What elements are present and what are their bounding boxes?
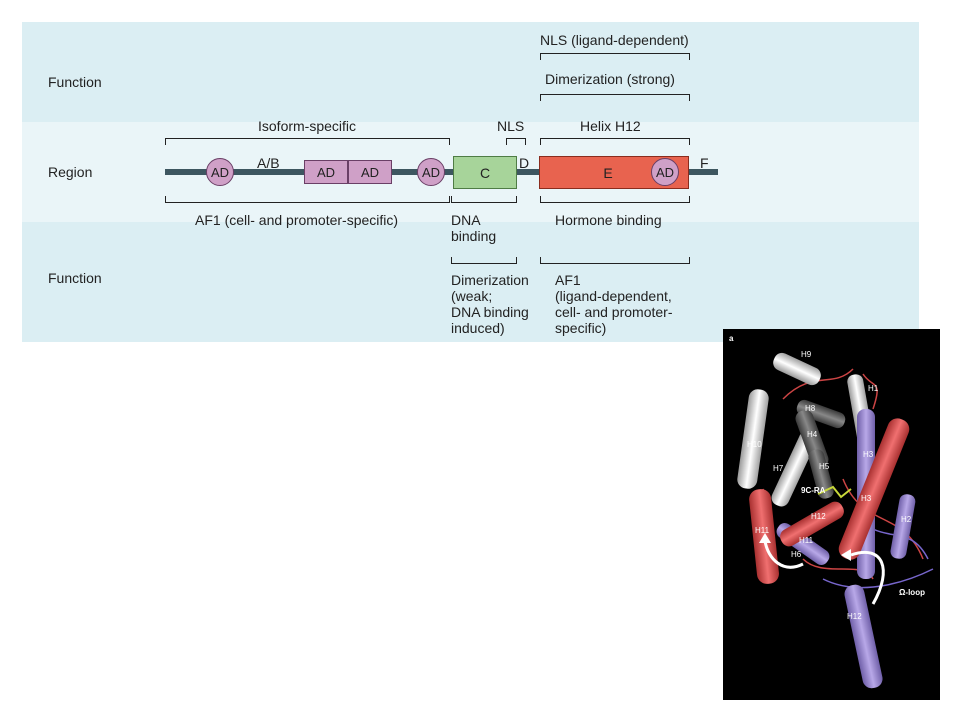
panel-label: a [729, 334, 734, 343]
label-h5: H5 [819, 462, 830, 471]
arrow-left [763, 540, 804, 569]
ligand-9c-ra [817, 485, 852, 499]
helix-h9 [773, 352, 821, 386]
helix-h12-purple [844, 584, 883, 689]
af1-ligand-bracket [540, 257, 690, 264]
label-h10: H10 [747, 440, 762, 449]
dna-binding-label: DNA binding [451, 212, 497, 244]
label-h8: H8 [805, 404, 816, 413]
arrow-right [850, 550, 885, 605]
label-h3-lower: H3 [861, 494, 872, 503]
domain-ab-label: A/B [257, 155, 280, 171]
domain-c-box: C [453, 156, 517, 189]
dimerization-strong-bracket [540, 94, 690, 101]
nls-bracket [506, 138, 526, 145]
row-label-region: Region [48, 164, 93, 180]
helix-h8 [796, 399, 846, 429]
helix-bracket [540, 138, 690, 145]
domain-d-label: D [519, 155, 530, 171]
ad-circle-2: AD [417, 158, 445, 186]
arrow-right-head [841, 549, 851, 561]
dna-binding-bracket [451, 196, 517, 203]
helix-h2 [890, 494, 916, 559]
domain-f-label: F [700, 155, 709, 171]
helix-h10 [737, 389, 769, 489]
label-omega-loop: Ω-loop [899, 588, 925, 597]
label-h11-purple: H11 [799, 536, 814, 545]
row-label-function-bottom: Function [48, 270, 102, 286]
helix-h12-label: Helix H12 [580, 118, 641, 134]
label-9c-ra: 9C-RA [801, 486, 826, 495]
helix-h7 [771, 431, 817, 507]
label-h12-upper: H12 [811, 512, 826, 521]
label-h9: H9 [801, 350, 812, 359]
af1-ligand-label: AF1 (ligand-dependent, cell- and promote… [555, 272, 673, 336]
ad-box-2: AD [348, 160, 392, 184]
label-h3-upper: H3 [863, 450, 874, 459]
arrow-left-head [759, 533, 771, 543]
nls-ligand-bracket [540, 53, 690, 60]
label-h12-lower: H12 [847, 612, 862, 621]
hormone-binding-bracket [540, 196, 690, 203]
ligand-binding-domain-structure: a H9 H1 H8 H4 H10 H3 H7 H5 H3 9C-RA H12 … [723, 329, 940, 700]
label-h6: H6 [791, 550, 802, 559]
af1-bracket [165, 196, 450, 203]
helix-h12-red [780, 501, 844, 547]
label-h1: H1 [868, 384, 879, 393]
af1-label: AF1 (cell- and promoter-specific) [195, 212, 399, 228]
ad-circle-1: AD [206, 158, 234, 186]
label-h11-red: H11 [755, 526, 770, 535]
ad-box-1: AD [304, 160, 348, 184]
ad-circle-3: AD [651, 158, 679, 186]
isoform-bracket [165, 138, 450, 145]
row-label-function-top: Function [48, 74, 102, 90]
isoform-specific-label: Isoform-specific [258, 118, 357, 134]
nls-label: NLS [497, 118, 525, 134]
domain-e-label: E [603, 164, 613, 181]
label-h4: H4 [807, 430, 818, 439]
helix-h3-red [838, 418, 910, 560]
nls-ligand-label: NLS (ligand-dependent) [540, 32, 689, 48]
dimerization-weak-bracket [451, 257, 517, 264]
structure-svg: a H9 H1 H8 H4 H10 H3 H7 H5 H3 9C-RA H12 … [729, 334, 934, 689]
helix-h5 [808, 449, 834, 499]
dimerization-strong-label: Dimerization (strong) [545, 71, 675, 87]
hormone-binding-label: Hormone binding [555, 212, 662, 228]
label-h2: H2 [901, 515, 912, 524]
dimerization-weak-label: Dimerization (weak; DNA binding induced) [451, 272, 529, 336]
label-h7: H7 [773, 464, 784, 473]
